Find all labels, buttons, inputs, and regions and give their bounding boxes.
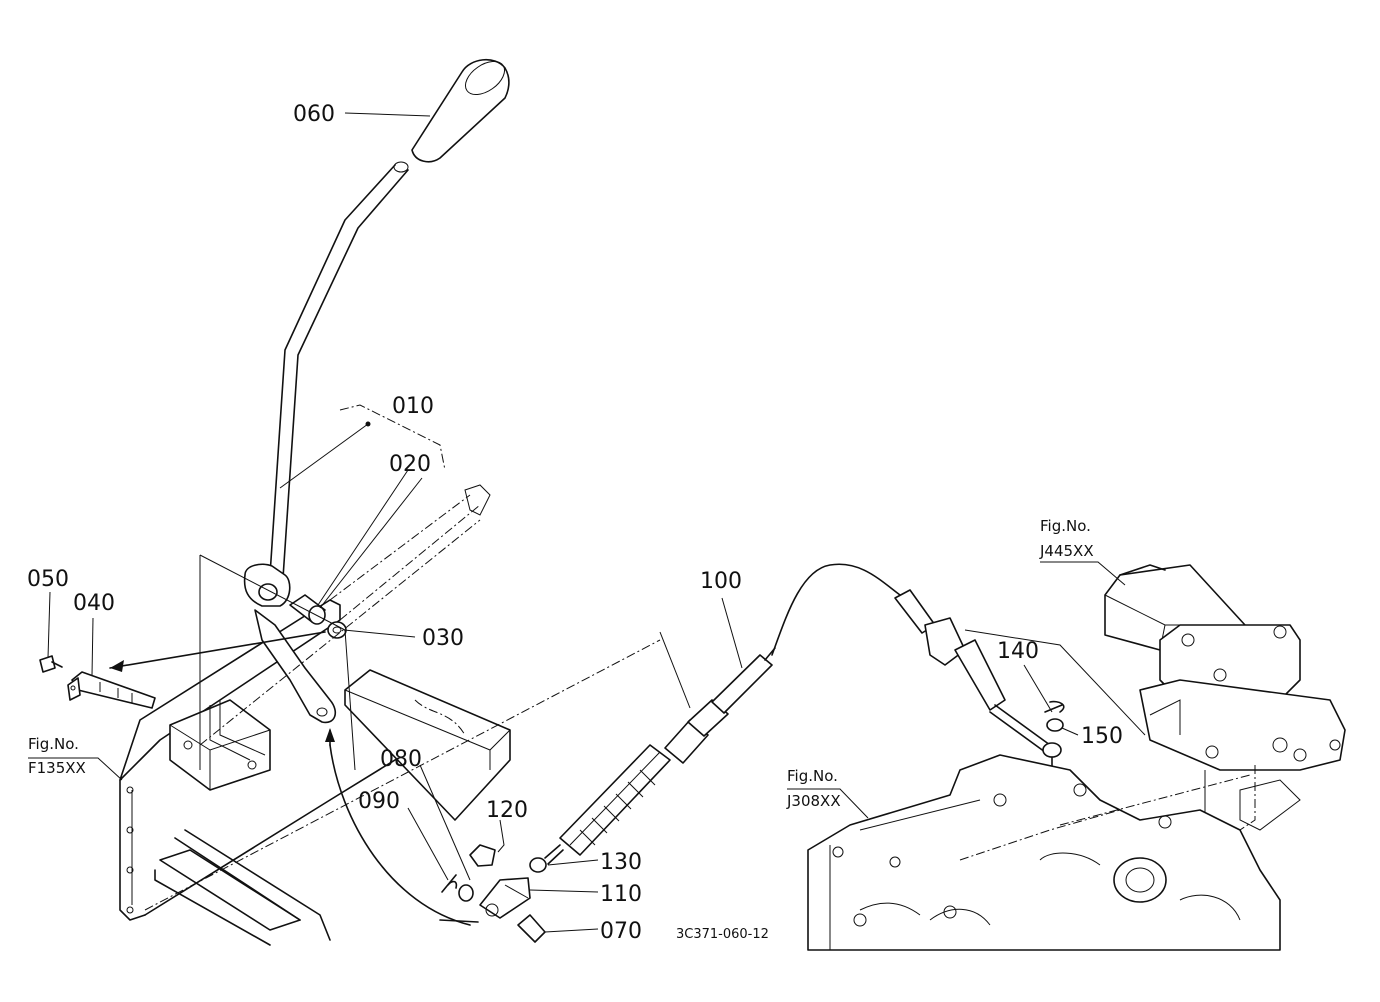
label-020: 020 xyxy=(389,452,431,477)
reference-lines xyxy=(144,484,661,911)
leader-lines xyxy=(47,112,1146,933)
valve-assembly xyxy=(1104,564,1346,860)
label-100: 100 xyxy=(700,569,742,594)
label-150: 150 xyxy=(1081,724,1123,749)
label-030: 030 xyxy=(422,626,464,651)
label-120: 120 xyxy=(486,798,528,823)
lever-bracket xyxy=(169,699,271,791)
assembly-arrows xyxy=(109,631,479,926)
guide-plate xyxy=(344,669,511,821)
label-090: 090 xyxy=(358,789,400,814)
fig-ref-f135-prefix: Fig.No. xyxy=(28,735,79,753)
pin-040 xyxy=(67,671,156,709)
label-080: 080 xyxy=(380,747,422,772)
fig-ref-j445-prefix: Fig.No. xyxy=(1040,517,1091,535)
bolt-050 xyxy=(39,655,63,673)
fig-ref-f135-code: F135XX xyxy=(28,759,86,777)
transmission-housing xyxy=(807,754,1281,951)
pin-070 xyxy=(517,914,546,943)
label-140: 140 xyxy=(997,639,1039,664)
clip-120 xyxy=(469,844,496,867)
fig-ref-j308-code: J308XX xyxy=(786,792,841,810)
label-070: 070 xyxy=(600,919,642,944)
clevis-110 xyxy=(479,877,531,919)
label-060: 060 xyxy=(293,102,335,127)
washer-080 xyxy=(458,884,474,902)
figure-references: Fig.No. F135XX Fig.No. J445XX Fig.No. J3… xyxy=(28,517,1094,810)
pin-090 xyxy=(441,874,458,893)
shift-lever xyxy=(243,59,510,724)
fig-ref-j445-code: J445XX xyxy=(1039,542,1094,560)
pin-140 xyxy=(1044,700,1065,713)
bushing-020 xyxy=(289,594,326,625)
control-cable xyxy=(544,563,1051,865)
drawing-code: 3C371-060-12 xyxy=(676,927,769,942)
label-130: 130 xyxy=(600,850,642,875)
fig-ref-j308-prefix: Fig.No. xyxy=(787,767,838,785)
nut-130 xyxy=(529,857,547,873)
part-labels: 060 010 020 030 050 040 100 140 150 080 … xyxy=(27,102,1123,944)
label-110: 110 xyxy=(600,882,642,907)
frame-plate xyxy=(119,599,461,946)
label-010: 010 xyxy=(392,394,434,419)
figure-ref-lines xyxy=(28,561,1126,819)
label-050: 050 xyxy=(27,567,69,592)
label-040: 040 xyxy=(73,591,115,616)
